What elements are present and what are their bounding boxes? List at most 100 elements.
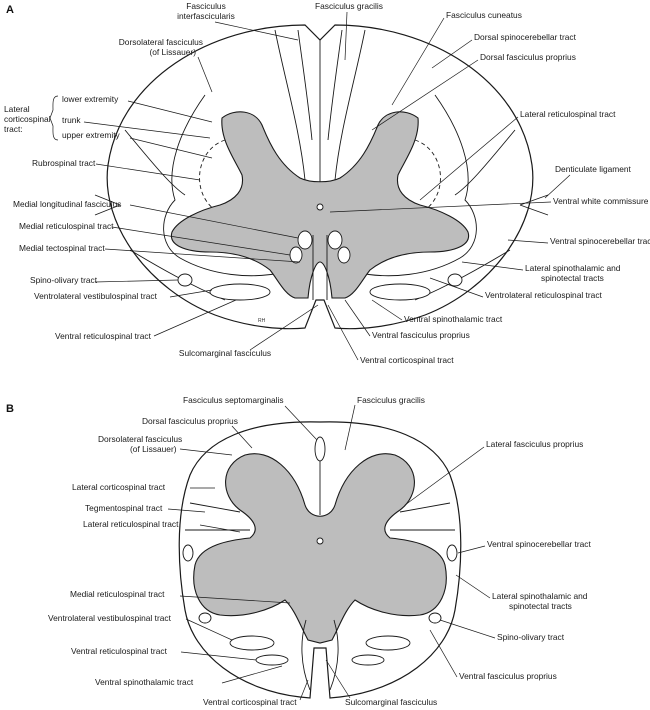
leader-rubrospinal bbox=[95, 163, 201, 181]
label-dorsolateral-a-2: (of Lissauer) bbox=[149, 47, 196, 57]
label-lat-spinothalamic-a-2: spinotectal tracts bbox=[541, 273, 604, 283]
label-lat-spinothalamic-a-1: Lateral spinothalamic and bbox=[525, 263, 621, 273]
artist-signature: RH bbox=[258, 318, 266, 324]
label-ventral-fasc-proprius-a: Ventral fasciculus proprius bbox=[372, 330, 470, 340]
leader-trunk bbox=[83, 121, 211, 139]
label-dorsolateral-a-1: Dorsolateral fasciculus bbox=[119, 37, 203, 47]
label-lateral-cort-3: tract: bbox=[4, 124, 23, 134]
rubrospinal-boundary-left-a bbox=[199, 139, 226, 213]
label-fasc-gracilis-a: Fasciculus gracilis bbox=[315, 1, 383, 11]
leader-ventral-fasc-proprius-a bbox=[344, 299, 371, 337]
label-lat-spinothalamic-b-1: Lateral spinothalamic and bbox=[492, 591, 588, 601]
leader-denticulate bbox=[544, 174, 571, 199]
label-lat-spinothalamic-b-2: spinotectal tracts bbox=[509, 601, 572, 611]
leader-spino-olivary-a bbox=[94, 279, 179, 283]
label-ventral-corticospinal-b: Ventral corticospinal tract bbox=[203, 697, 297, 707]
leader-dorsal-fasc-proprius-b bbox=[231, 425, 253, 449]
leader-medial-reticulospinal-b bbox=[179, 595, 291, 604]
label-dorsal-spinocerebellar: Dorsal spinocerebellar tract bbox=[474, 32, 577, 42]
label-ventral-spinocerebellar-b: Ventral spinocerebellar tract bbox=[487, 539, 591, 549]
leader-sulcomarginal-a bbox=[249, 304, 319, 351]
leader-ventral-corticospinal-a bbox=[327, 304, 359, 361]
leader-fasc-septomarginalis bbox=[284, 405, 318, 441]
label-ventral-corticospinal-a: Ventral corticospinal tract bbox=[360, 355, 454, 365]
label-dorsolateral-b-1: Dorsolateral fasciculus bbox=[98, 434, 182, 444]
label-sulcomarginal-b: Sulcomarginal fasciculus bbox=[345, 697, 437, 707]
leader-spino-olivary-b bbox=[439, 619, 496, 639]
bracket-lateral-cort bbox=[49, 95, 59, 141]
leader-ventral-white-commissure bbox=[329, 201, 552, 213]
label-medial-reticulospinal-b: Medial reticulospinal tract bbox=[70, 589, 165, 599]
vestibulospinal-left-b bbox=[229, 635, 275, 651]
label-medial-tectospinal: Medial tectospinal tract bbox=[19, 243, 105, 253]
label-lateral-reticulospinal-b: Lateral reticulospinal tract bbox=[83, 519, 179, 529]
leader-ventrolateral-vestibulospinal-b bbox=[185, 618, 233, 641]
leader-ventrolateral-reticulospinal bbox=[429, 277, 484, 298]
label-fasc-cuneatus: Fasciculus cuneatus bbox=[446, 10, 522, 20]
leader-ventral-fasc-proprius-b bbox=[429, 629, 458, 678]
leader-medial-longitudinal bbox=[129, 204, 299, 239]
mlf-left-a bbox=[297, 230, 313, 250]
label-lateral-reticulospinal-a: Lateral reticulospinal tract bbox=[520, 109, 616, 119]
leader-sulcomarginal-b bbox=[325, 659, 351, 699]
mlf-right-a bbox=[327, 230, 343, 250]
label-tegmentospinal: Tegmentospinal tract bbox=[85, 503, 163, 513]
label-ventrolateral-vestibulospinal-b: Ventrolateral vestibulospinal tract bbox=[48, 613, 172, 623]
ventral-corticospinal-b bbox=[301, 619, 339, 691]
leader-lateral-reticulospinal-b bbox=[199, 524, 241, 533]
leader-ventral-reticulospinal-a bbox=[153, 299, 237, 337]
label-ventral-white-commissure: Ventral white commissure bbox=[553, 196, 649, 206]
interfascicular-left-a bbox=[297, 29, 313, 141]
leader-dorsolateral-b bbox=[179, 448, 233, 456]
fasc-septomarginalis-b bbox=[314, 436, 326, 462]
central-canal-a bbox=[316, 203, 324, 211]
ventral-spinocerebellar-left-b bbox=[182, 544, 194, 562]
rubrospinal-boundary-right-a bbox=[414, 139, 441, 213]
label-lower-extremity: lower extremity bbox=[62, 94, 119, 104]
label-lateral-corticospinal-b: Lateral corticospinal tract bbox=[72, 482, 166, 492]
spino-olivary-left-a bbox=[177, 273, 193, 287]
label-medial-longitudinal: Medial longitudinal fasciculus bbox=[13, 199, 121, 209]
leader-ventral-spinocerebellar-a bbox=[507, 239, 549, 244]
leader-lateral-fasc-proprius bbox=[404, 446, 485, 506]
vestibulospinal-right-b bbox=[365, 635, 411, 651]
leader-dorsal-spinocerebellar bbox=[431, 39, 473, 69]
spino-olivary-left-b bbox=[198, 612, 212, 624]
leader-upper-extremity bbox=[129, 137, 213, 159]
central-canal-b bbox=[316, 537, 324, 545]
vestibulospinal-right-a bbox=[369, 283, 431, 301]
vestibulospinal-left-a bbox=[209, 283, 271, 301]
label-ventral-fasc-proprius-b: Ventral fasciculus proprius bbox=[459, 671, 557, 681]
label-rubrospinal: Rubrospinal tract bbox=[32, 158, 96, 168]
label-spino-olivary-a: Spino-olivary tract bbox=[30, 275, 98, 285]
leader-ventral-corticospinal-b bbox=[299, 679, 309, 701]
ventral-corticospinal-a bbox=[312, 235, 328, 300]
dorsal-intermediate-septum-right-a bbox=[334, 29, 366, 181]
label-spino-olivary-b: Spino-olivary tract bbox=[497, 632, 565, 642]
medial-reticulospinal-right-a bbox=[337, 246, 351, 264]
panel-b: B Fasciculus septomarginalis Fasciculus … bbox=[6, 395, 591, 707]
ventral-reticulospinal-right-b bbox=[351, 654, 385, 666]
leader-medial-tectospinal bbox=[104, 248, 301, 263]
leader-fasc-gracilis-b bbox=[344, 404, 356, 451]
label-fasc-interfasc-2: interfascicularis bbox=[177, 11, 235, 21]
lateral-line-left-b bbox=[189, 502, 241, 513]
label-lateral-cort-2: corticospinal bbox=[4, 114, 51, 124]
label-ventrolateral-reticulospinal: Ventrolateral reticulospinal tract bbox=[485, 290, 603, 300]
spino-olivary-right-b bbox=[428, 612, 442, 624]
leader-lower-extremity bbox=[127, 100, 213, 123]
label-dorsal-fasc-proprius-b: Dorsal fasciculus proprius bbox=[142, 416, 238, 426]
grey-matter-b bbox=[193, 453, 447, 644]
label-sulcomarginal-a: Sulcomarginal fasciculus bbox=[179, 348, 271, 358]
ventral-reticulospinal-left-b bbox=[255, 654, 289, 666]
label-denticulate: Denticulate ligament bbox=[555, 164, 632, 174]
panel-b-letter: B bbox=[6, 403, 14, 415]
leader-dorsolateral-a bbox=[197, 56, 213, 93]
label-dorsolateral-b-2: (of Lissauer) bbox=[130, 444, 177, 454]
panel-a: A RH Fas bbox=[4, 1, 650, 365]
white-matter-inner-contour-a bbox=[163, 94, 477, 277]
leader-tegmentospinal bbox=[167, 508, 206, 513]
label-medial-reticulospinal-a: Medial reticulospinal tract bbox=[19, 221, 114, 231]
